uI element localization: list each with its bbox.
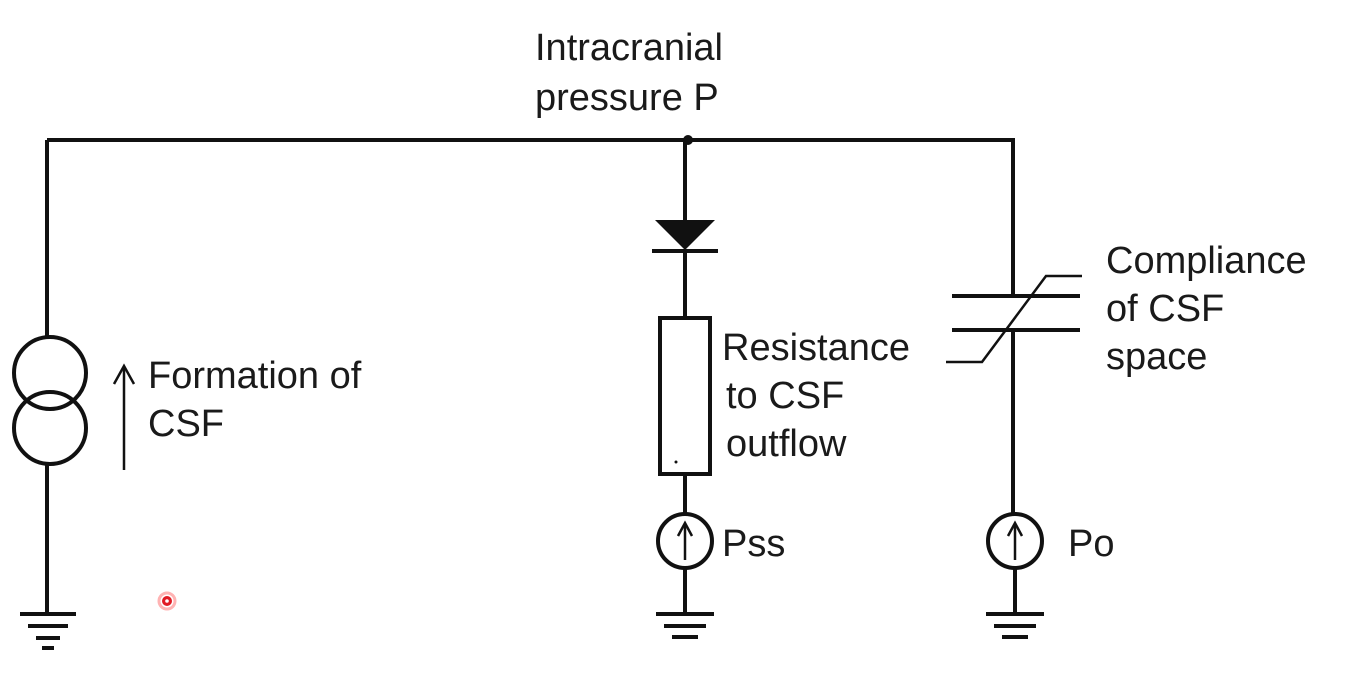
node-label-line1: Intracranial bbox=[535, 27, 723, 69]
resistance-label-line1: Resistance bbox=[722, 327, 910, 369]
node-label-line2: pressure P bbox=[535, 77, 719, 119]
source-pss-label: Pss bbox=[722, 523, 785, 565]
ground-left-icon bbox=[20, 612, 76, 650]
top-rail bbox=[47, 135, 1015, 145]
pressure-source-pss-icon bbox=[656, 512, 714, 570]
up-arrow-icon bbox=[112, 363, 136, 470]
current-source-lower-coil bbox=[12, 390, 88, 466]
compliance-label-line2: of CSF bbox=[1106, 288, 1224, 330]
current-source-upper-coil bbox=[12, 335, 88, 411]
node-label: Intracranial pressure P bbox=[535, 27, 723, 119]
formation-label-line1: Formation of bbox=[148, 355, 362, 397]
pressure-source-po-icon bbox=[986, 512, 1044, 570]
diode-icon bbox=[652, 220, 718, 253]
formation-branch: Formation of CSF bbox=[12, 140, 362, 650]
formation-label-line2: CSF bbox=[148, 403, 224, 445]
compliance-branch: Compliance of CSF space Po bbox=[946, 140, 1307, 639]
source-po-label: Po bbox=[1068, 523, 1114, 565]
resistance-label-line3: outflow bbox=[726, 423, 847, 465]
resistance-label-line2: to CSF bbox=[726, 375, 844, 417]
compliance-label-line3: space bbox=[1106, 336, 1207, 378]
variable-capacitor-icon bbox=[946, 274, 1082, 364]
ground-right-icon bbox=[986, 612, 1044, 639]
ground-middle-icon bbox=[656, 612, 714, 639]
compliance-label-line1: Compliance bbox=[1106, 240, 1307, 282]
outflow-branch: Resistance to CSF outflow Pss bbox=[652, 140, 910, 639]
resistor-icon bbox=[658, 316, 712, 476]
pointer-cursor-icon bbox=[157, 591, 177, 611]
